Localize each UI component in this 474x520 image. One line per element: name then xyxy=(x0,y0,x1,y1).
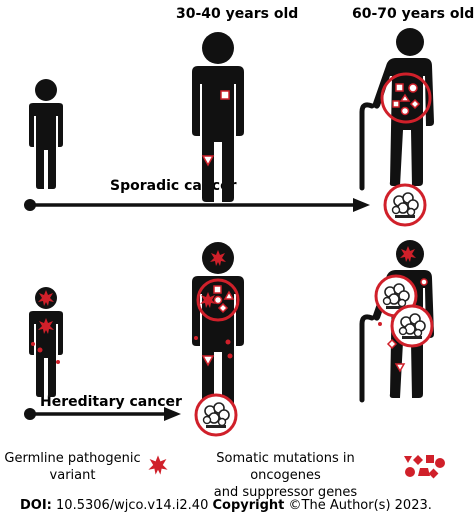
germline-dot-icon xyxy=(37,347,43,353)
germline-dot-icon xyxy=(56,360,60,364)
legend-somatic: Somatic mutations in oncogenes and suppr… xyxy=(183,450,388,501)
age-label-old: 60-70 years old xyxy=(352,6,474,22)
germline-dot-icon xyxy=(31,342,35,346)
somatic-mutation-icon xyxy=(378,278,428,373)
somatic-mutation-cluster-icon xyxy=(194,278,240,367)
copyright-label: Copyright xyxy=(212,498,285,513)
legend-germline: Germline pathogenic variant xyxy=(0,450,145,484)
footer: DOI: 10.5306/wjco.v14.i2.40 Copyright ©T… xyxy=(20,498,432,513)
elderly-figure-sporadic xyxy=(362,28,434,188)
legend-somatic-line2: and suppressor genes xyxy=(213,485,358,500)
hereditary-cancer-label: Hereditary cancer xyxy=(40,394,182,410)
tumor-icon-sporadic xyxy=(383,183,427,227)
child-figure-sporadic xyxy=(29,79,63,189)
legend-germline-line2: variant xyxy=(49,468,96,483)
doi-label: DOI: xyxy=(20,498,52,513)
legend-germline-line1: Germline pathogenic xyxy=(4,451,141,466)
child-figure-hereditary xyxy=(29,287,63,397)
legend-somatic-line1: Somatic mutations in oncogenes xyxy=(216,451,355,483)
somatic-legend-shapes-icon xyxy=(404,455,445,479)
tumor-icon-hereditary-timeline xyxy=(194,393,238,437)
somatic-mutation-icon xyxy=(201,90,230,167)
hereditary-timeline-arrow xyxy=(24,407,181,421)
doi-value: 10.5306/wjco.v14.i2.40 xyxy=(56,498,209,513)
sporadic-timeline-arrow xyxy=(24,198,370,212)
somatic-mutation-cluster-icon xyxy=(380,72,432,124)
adult-figure-hereditary xyxy=(192,242,244,412)
copyright-text: ©The Author(s) 2023. xyxy=(288,498,432,513)
tumor-icon-hereditary xyxy=(390,304,434,348)
age-label-middle: 30-40 years old xyxy=(176,6,299,22)
germline-legend-star-icon xyxy=(148,455,168,475)
adult-figure-sporadic xyxy=(192,32,244,202)
